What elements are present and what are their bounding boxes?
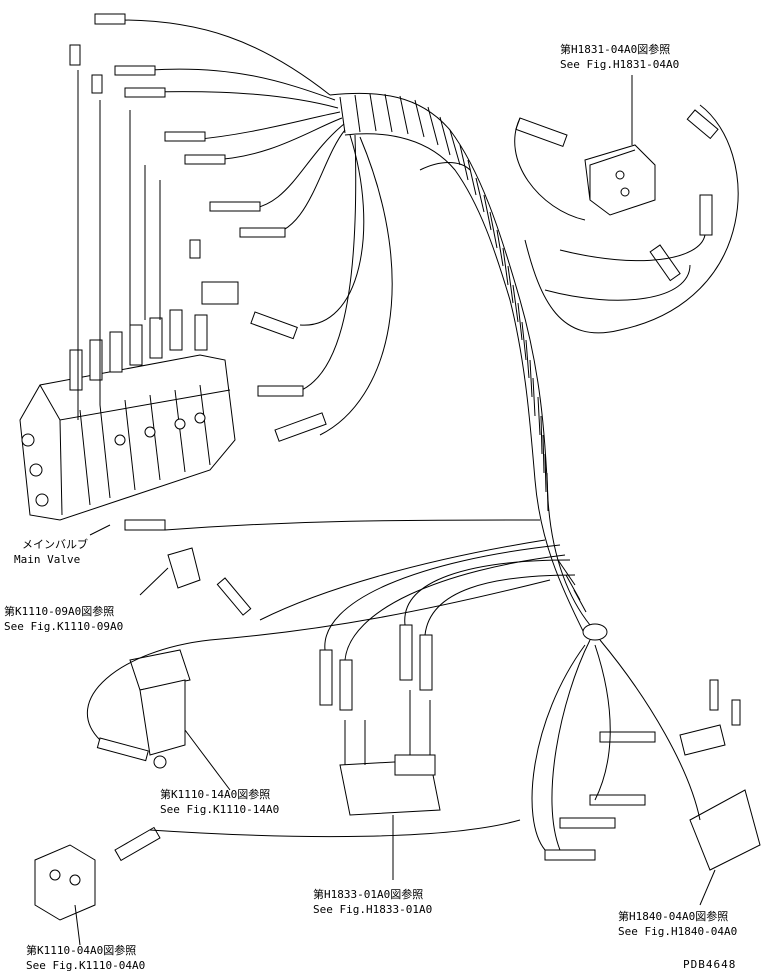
main-valve xyxy=(19,281,239,521)
harness-end-cap xyxy=(582,623,608,641)
main-valve-label-jp: メインバルブ xyxy=(22,538,88,551)
ref-k1110-14-en: See Fig.K1110-14A0 xyxy=(160,803,280,816)
ref-h1833-jp: 第H1833-01A0図参照 xyxy=(313,888,424,901)
ref-k1110-09-en: See Fig.K1110-09A0 xyxy=(4,620,124,633)
ref-h1840-jp: 第H1840-04A0図参照 xyxy=(618,910,729,923)
relay-valve-block xyxy=(514,104,739,334)
ref-k1110-14-jp: 第K1110-14A0図参照 xyxy=(160,788,271,801)
ref-k1110-04-jp: 第K1110-04A0図参照 xyxy=(26,944,137,957)
hose-harness xyxy=(329,92,608,641)
hose-fittings xyxy=(69,13,327,531)
ref-h1840-en: See Fig.H1840-04A0 xyxy=(618,925,738,938)
solenoid-bracket xyxy=(167,539,546,621)
travel-pedal xyxy=(87,579,551,769)
harness-ribs xyxy=(339,93,587,613)
ref-h1831-en: See Fig.H1831-04A0 xyxy=(560,58,680,71)
main-valve-label-en: Main Valve xyxy=(14,553,81,566)
leader-lines xyxy=(74,75,716,946)
ref-h1831-jp: 第H1831-04A0図参照 xyxy=(560,43,671,56)
ref-k1110-04-en: See Fig.K1110-04A0 xyxy=(26,959,146,972)
pilot-control-valve xyxy=(319,544,576,816)
ref-h1833-en: See Fig.H1833-01A0 xyxy=(313,903,433,916)
drawing-number: PDB4648 xyxy=(683,958,737,971)
floor-bracket xyxy=(531,639,761,871)
ppc-valve xyxy=(34,819,521,921)
ref-k1110-09-jp: 第K1110-09A0図参照 xyxy=(4,605,115,618)
